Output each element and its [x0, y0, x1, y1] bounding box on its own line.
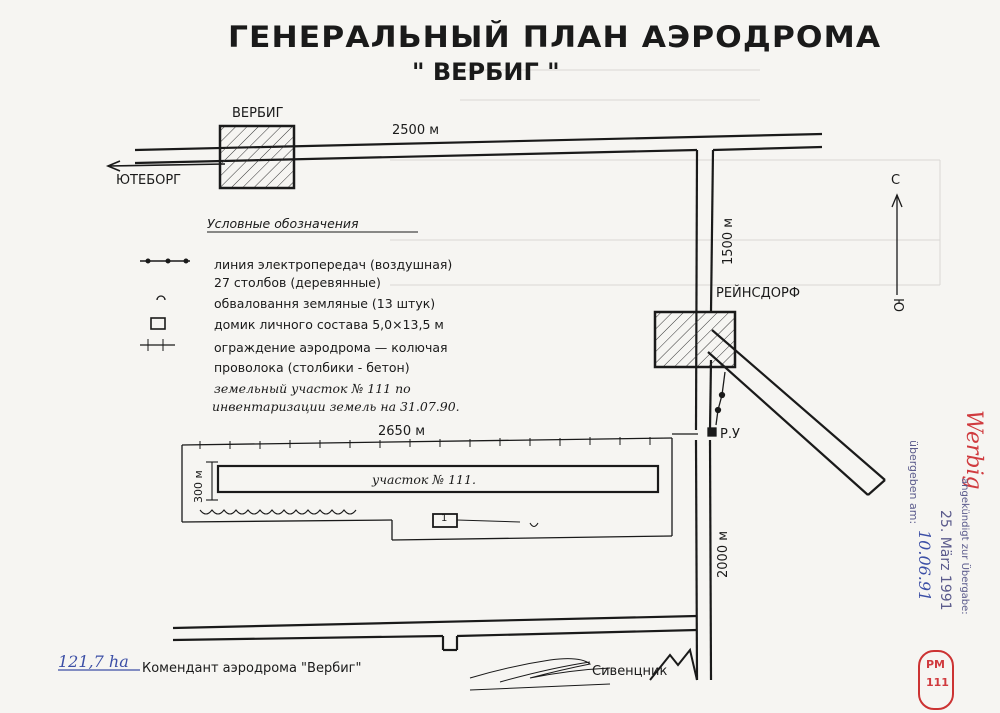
- legend-item-embankments: обваловання земляные (13 штук): [214, 296, 436, 311]
- handed-over-date: 10.06.91: [915, 530, 934, 602]
- stamp-date: 25. März 1991: [937, 510, 953, 611]
- label-hut-mark: 1: [441, 513, 448, 524]
- red-badge: PM 111: [918, 650, 954, 710]
- road-to-reinsdorf: [694, 149, 715, 681]
- diagonal-road: [707, 329, 886, 496]
- legend-handnote-2: инвентаризации земель на 31.07.90.: [212, 399, 460, 414]
- show-through-lines: [390, 69, 941, 286]
- legend-handnote-1: земельный участок № 111 по: [214, 381, 411, 396]
- legend-heading: Условные обозначения: [207, 216, 359, 231]
- label-south-road-length: 2000 м: [716, 530, 731, 578]
- footer-signature-name: Сивенцник: [592, 664, 668, 679]
- plot-111-runway: [216, 464, 660, 494]
- page-title: ГЕНЕРАЛЬНЫЙ ПЛАН АЭРОДРОМА: [228, 20, 882, 54]
- compass-north: С: [891, 173, 901, 188]
- lower-road: [172, 614, 698, 652]
- area-annotation: 121,7 ha: [58, 652, 129, 671]
- handed-over-label: übergeben am:: [907, 440, 920, 525]
- badge-line1: PM: [926, 658, 946, 671]
- signature-scribble: [469, 658, 611, 691]
- label-road-vertical-length: 1500 м: [721, 217, 736, 265]
- arrow-left-icon: [105, 160, 226, 172]
- verbig-settlement: [218, 124, 296, 190]
- dimension-300m: [206, 461, 218, 501]
- legend-item-fence-cont: проволока (столбики - бетон): [214, 360, 410, 375]
- fence-ticks: [199, 437, 651, 449]
- label-ru: Р.У: [720, 427, 740, 442]
- power-line-ru: [707, 371, 726, 437]
- compass-south: Ю: [890, 298, 905, 313]
- label-reinsdorf: РЕЙНСДОРФ: [716, 286, 801, 301]
- legend-item-fence: ограждение аэродрома — колючая: [214, 340, 448, 355]
- airfield-fence: [181, 433, 698, 541]
- label-field-length: 2650 м: [378, 424, 426, 439]
- legend-item-poles: 27 столбов (деревянные): [214, 275, 381, 290]
- badge-line2: 111: [926, 676, 949, 689]
- road-junction: [649, 647, 698, 681]
- label-road-length: 2500 м: [392, 123, 440, 138]
- compass-arrow-icon: [891, 193, 903, 295]
- label-yuteborg: ЮТЕБОРГ: [116, 173, 182, 188]
- legend-item-powerline: линия электропередач (воздушная): [214, 257, 453, 272]
- legend-symbols: [140, 258, 190, 351]
- footer-commander: Комендант аэродрома "Вербиг": [142, 661, 362, 676]
- label-field-width: 300 м: [192, 470, 205, 503]
- legend-item-hut: домик личного состава 5,0×13,5 м: [214, 317, 444, 332]
- label-plot-111: участок № 111.: [372, 472, 476, 487]
- stamp-line: angekündigt zur Übergabe:: [959, 478, 970, 615]
- label-verbig: ВЕРБИГ: [232, 106, 284, 121]
- page-subtitle: " ВЕРБИГ ": [412, 58, 560, 86]
- earth-embankments: [199, 509, 539, 528]
